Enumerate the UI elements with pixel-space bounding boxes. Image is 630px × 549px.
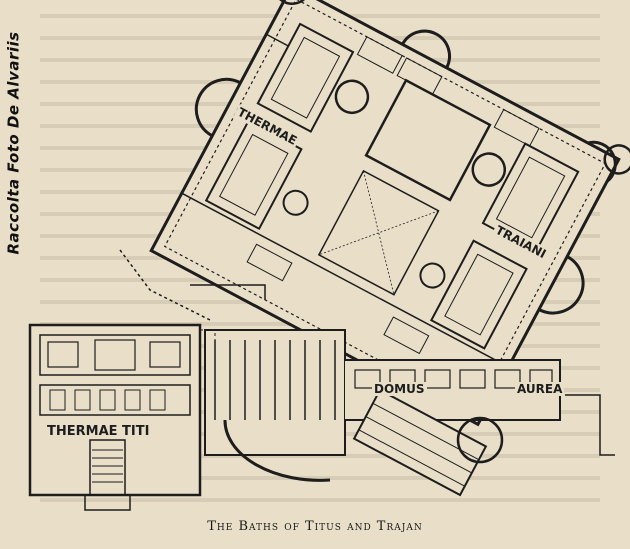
label-thermae-titi: THERMAE TITI [45, 424, 152, 439]
figure-caption: The Baths of Titus and Trajan [207, 519, 423, 534]
domus-aurea [204, 329, 615, 497]
baths-of-trajan [149, 0, 630, 427]
watermark-text: Raccolta Foto De Alvariis [5, 30, 24, 255]
baths-of-titus [28, 323, 216, 511]
label-aurea: AUREA [515, 382, 565, 396]
watermark: Raccolta Foto De Alvariis [0, 10, 28, 275]
connecting-walls [119, 249, 266, 321]
label-domus: DOMUS [372, 382, 427, 396]
